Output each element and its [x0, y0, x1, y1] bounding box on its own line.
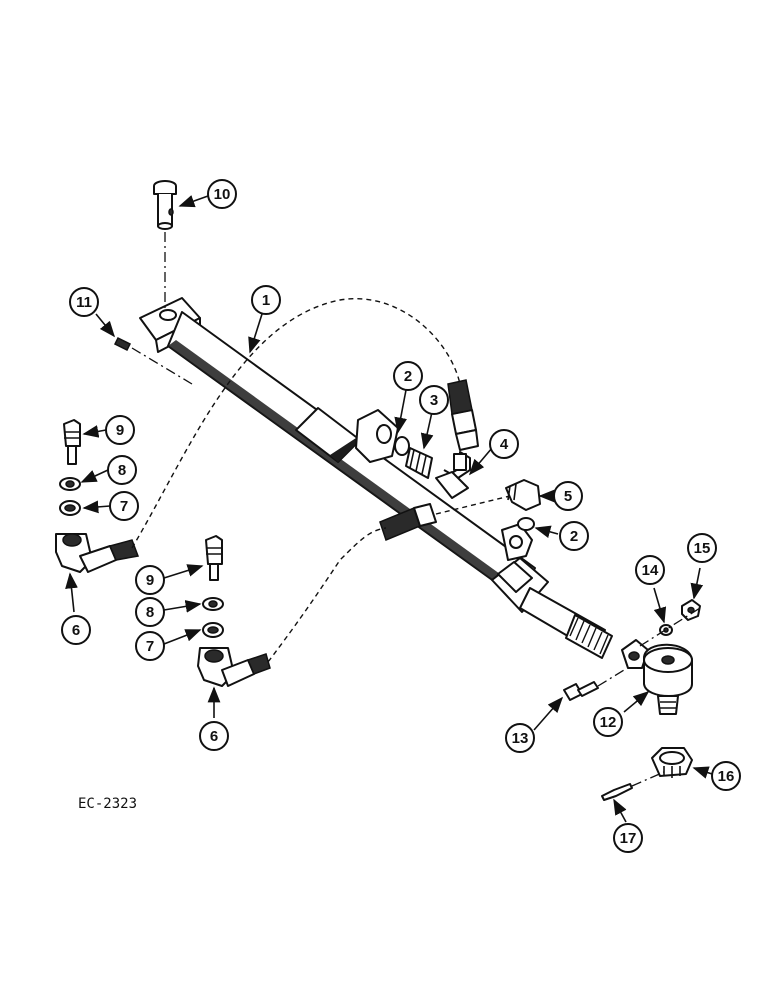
svg-text:6: 6	[72, 622, 80, 639]
svg-text:15: 15	[694, 540, 711, 557]
nut-15	[681, 599, 701, 621]
callout-6-lower: 6	[199, 721, 229, 751]
svg-text:1: 1	[262, 292, 270, 309]
callout-5: 5	[553, 481, 583, 511]
svg-text:14: 14	[642, 562, 659, 579]
svg-text:8: 8	[146, 604, 154, 621]
clevis-pin	[153, 180, 177, 230]
cotter-pin-11	[113, 336, 193, 385]
callout-9-lower: 9	[135, 565, 165, 595]
callout-16: 16	[711, 761, 741, 791]
bolt-13	[563, 669, 625, 701]
callout-3: 3	[419, 385, 449, 415]
callout-1: 1	[251, 285, 281, 315]
cylinder-body	[139, 297, 613, 659]
drawing-code: EC-2323	[78, 796, 137, 812]
ball-joint-group-upper	[55, 419, 140, 573]
svg-text:6: 6	[210, 728, 218, 745]
svg-text:9: 9	[116, 422, 124, 439]
callout-2-lower: 2	[559, 521, 589, 551]
callout-13: 13	[505, 723, 535, 753]
svg-text:16: 16	[718, 768, 735, 785]
callout-17: 17	[613, 823, 643, 853]
leaders	[65, 195, 713, 823]
svg-text:4: 4	[500, 436, 509, 453]
callout-7-upper: 7	[109, 491, 139, 521]
callout-4: 4	[489, 429, 519, 459]
tie-rod-end	[621, 639, 693, 715]
svg-text:5: 5	[564, 488, 572, 505]
svg-text:9: 9	[146, 572, 154, 589]
hose-line-lower	[267, 527, 387, 663]
svg-text:8: 8	[118, 462, 126, 479]
hose-line-upper	[131, 298, 461, 549]
callout-15: 15	[687, 533, 717, 563]
callout-6-upper: 6	[61, 615, 91, 645]
hose-end-middle	[379, 503, 437, 541]
cotter-pin-17	[601, 771, 665, 801]
fitting-group-upper	[394, 379, 479, 499]
callout-11: 11	[69, 287, 99, 317]
callout-8-upper: 8	[107, 455, 137, 485]
svg-text:10: 10	[214, 186, 231, 203]
fitting-group-lower	[505, 479, 541, 531]
svg-text:2: 2	[404, 368, 412, 385]
svg-text:11: 11	[76, 294, 92, 311]
callout-10: 10	[207, 179, 237, 209]
callout-7-lower: 7	[135, 631, 165, 661]
hose-line-link	[435, 495, 511, 515]
callout-14: 14	[635, 555, 665, 585]
svg-text:7: 7	[120, 498, 128, 515]
svg-text:13: 13	[512, 730, 529, 747]
callout-8-lower: 8	[135, 597, 165, 627]
callout-12: 12	[593, 707, 623, 737]
callout-9-upper: 9	[105, 415, 135, 445]
castle-nut-16	[651, 747, 693, 778]
svg-text:17: 17	[620, 830, 637, 847]
svg-text:2: 2	[570, 528, 578, 545]
svg-text:3: 3	[430, 392, 438, 409]
svg-text:7: 7	[146, 638, 154, 655]
bolt-center-line	[639, 607, 701, 647]
callout-2-upper: 2	[393, 361, 423, 391]
ball-joint-group-lower	[197, 535, 271, 687]
svg-text:12: 12	[600, 714, 617, 731]
